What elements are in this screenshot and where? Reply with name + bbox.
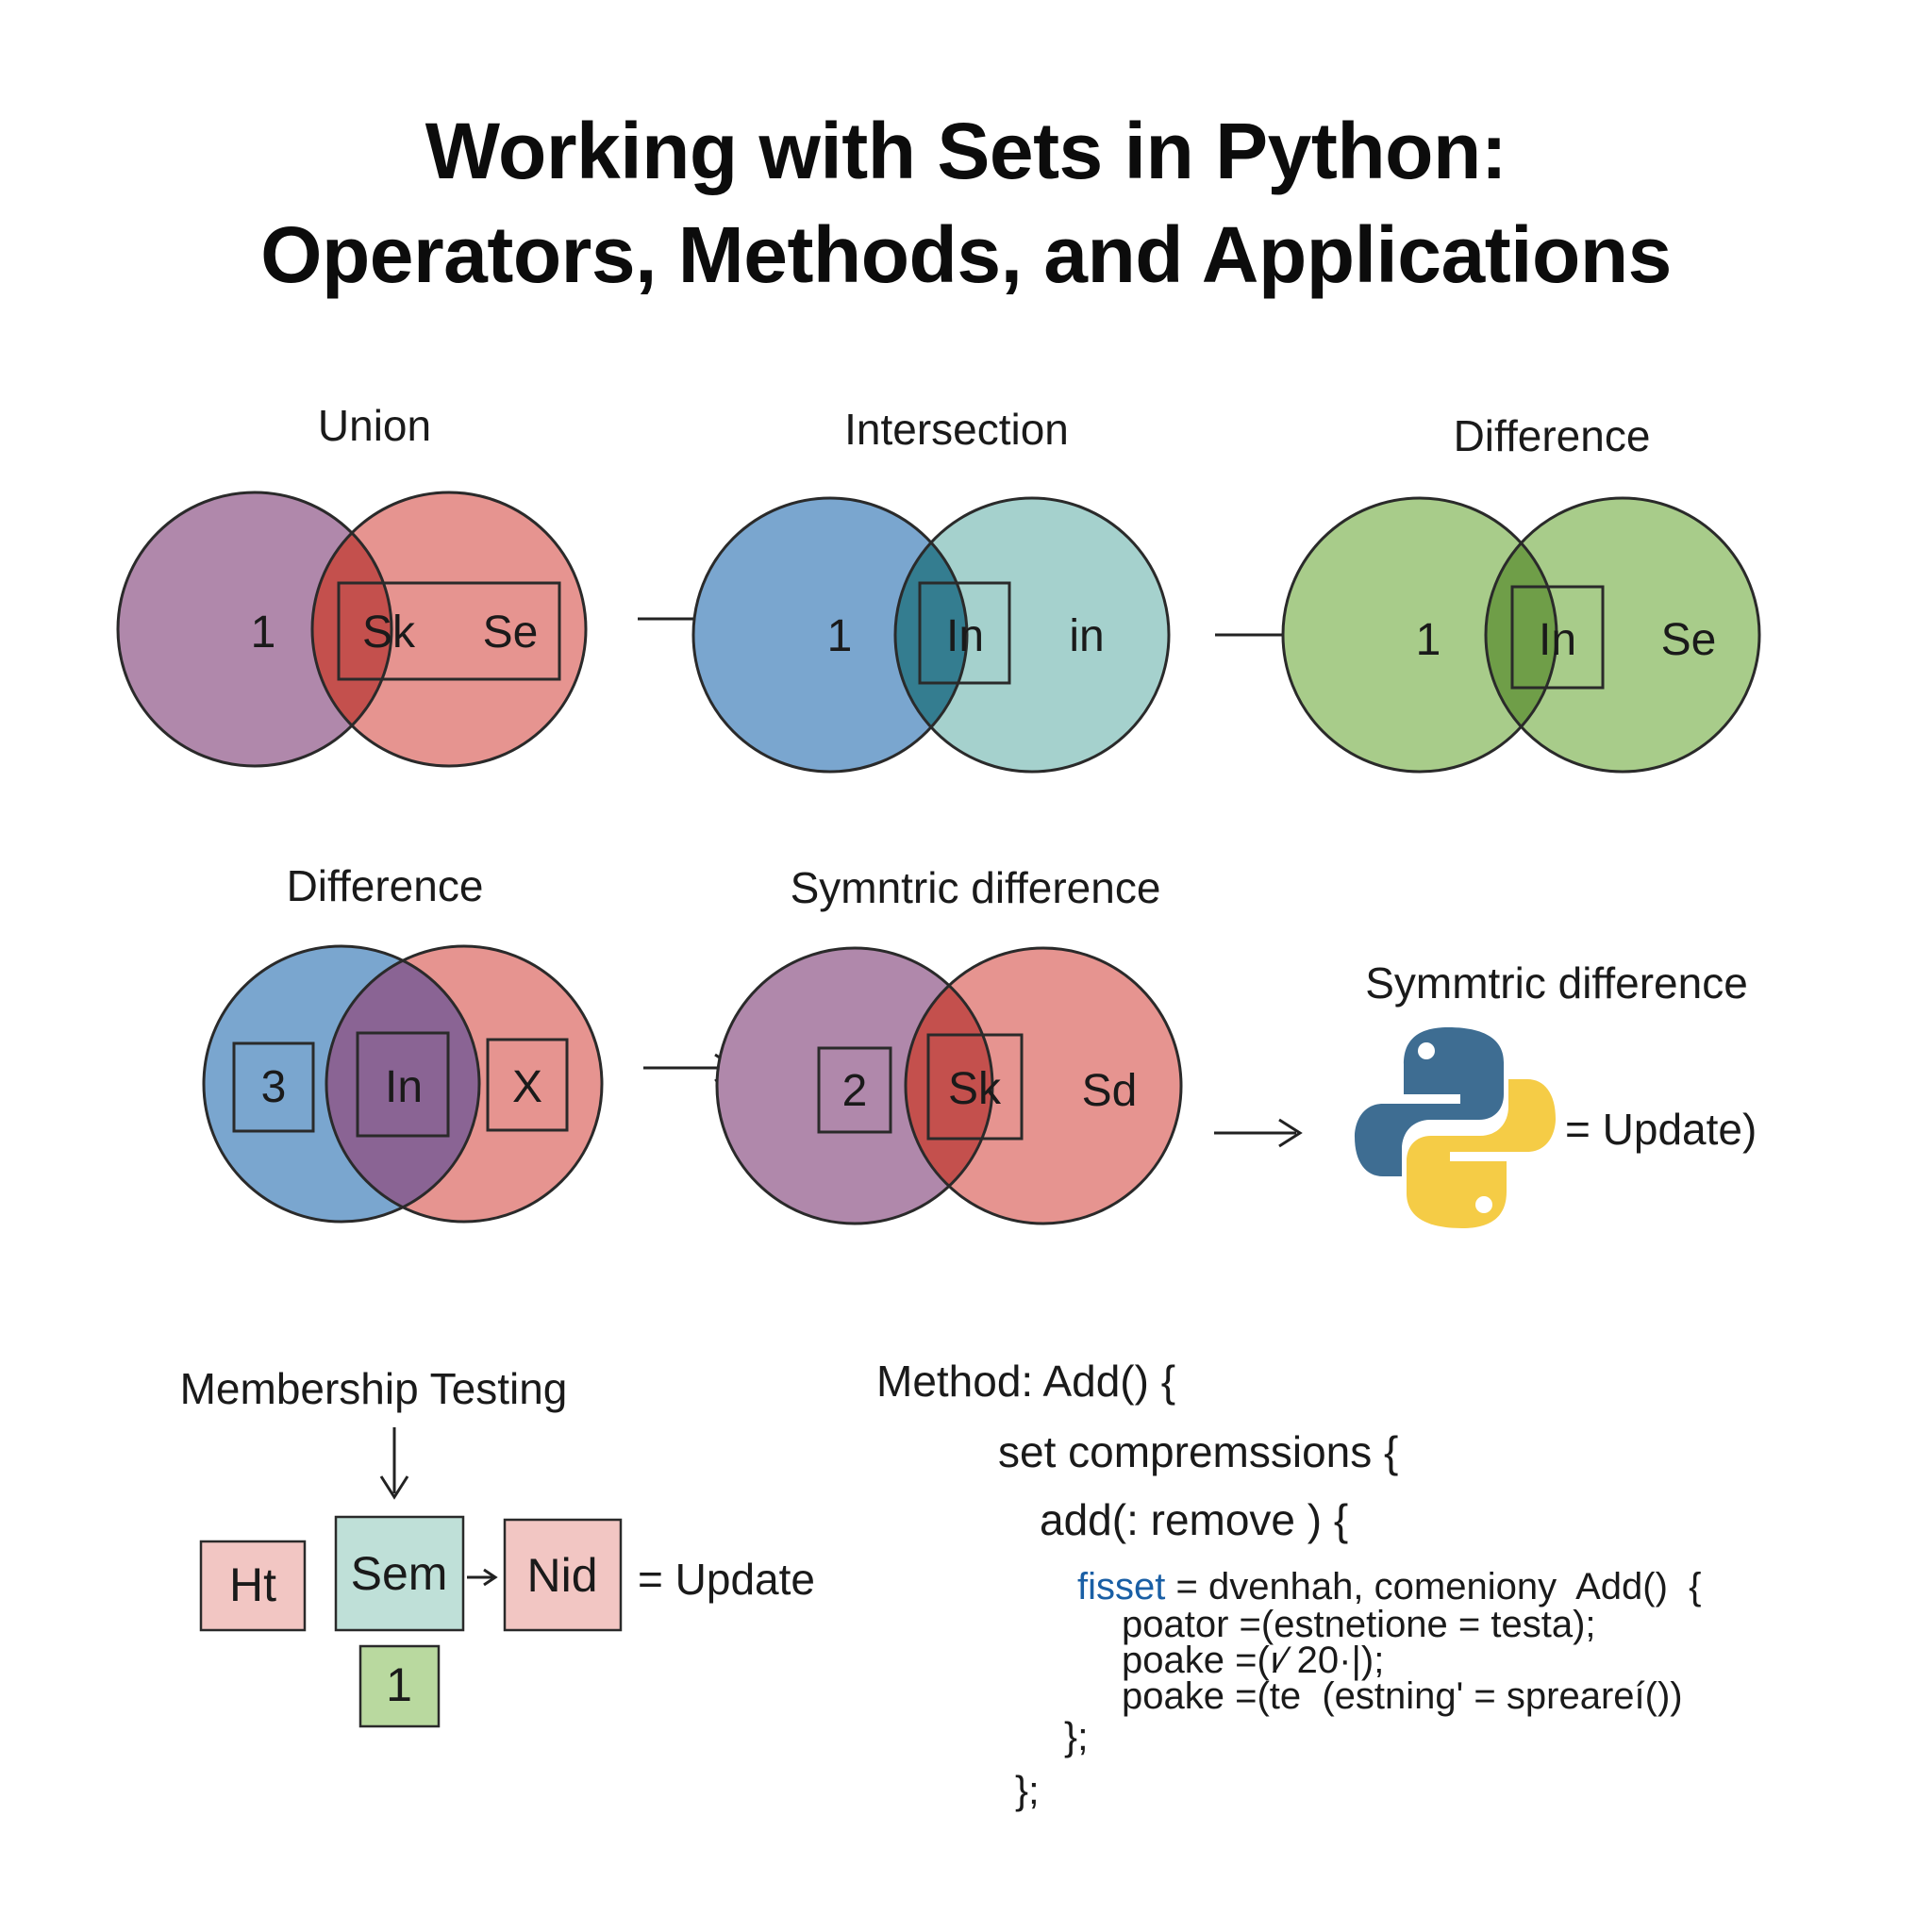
difference-1-right-label: Se: [1661, 615, 1717, 665]
difference-2-left-label: 3: [261, 1062, 287, 1112]
difference-2-overlap: [326, 946, 479, 1222]
python-logo-icon: [1355, 1027, 1556, 1228]
difference-1-heading: Difference: [1454, 411, 1651, 460]
union-set-b-circle: [312, 492, 586, 766]
union-heading: Union: [318, 401, 431, 450]
code-line-7: poake =(te (estning' = spreareí()): [1122, 1675, 1683, 1717]
union-right-label: Se: [483, 608, 539, 658]
difference-2-set-a-outline: [202, 944, 481, 1224]
difference-1-highlight-box: [1510, 585, 1605, 690]
membership-box-below: [358, 1644, 441, 1728]
difference-2-middle-box: [356, 1031, 450, 1138]
membership-right-arrow: [467, 1568, 498, 1587]
symmetric-difference-heading: Symntric difference: [791, 863, 1161, 912]
membership-box-right: [503, 1518, 623, 1632]
python-panel: Symmtric difference = Update): [1355, 958, 1757, 1228]
union-set-a-circle: [118, 492, 391, 766]
symmetric-left-label: 2: [842, 1066, 868, 1116]
venn-intersection: Intersection 1 In in: [691, 405, 1171, 774]
code-line-4-rest: = dvenhah, comeniony Add() {: [1165, 1566, 1702, 1607]
union-highlight-box: [337, 581, 561, 681]
difference-2-left-box: [232, 1041, 315, 1133]
symmetric-right-label: Sd: [1082, 1066, 1138, 1116]
membership-heading: Membership Testing: [180, 1364, 568, 1413]
intersection-set-a-circle: [693, 498, 967, 772]
difference-2-right-box: [486, 1038, 569, 1132]
venn-union: Union 1 Sk Se: [116, 401, 588, 768]
intersection-set-b-circle: [895, 498, 1169, 772]
code-line-5: poator =(estnetione = testa);: [1122, 1604, 1596, 1645]
union-middle-label: Sk: [362, 608, 416, 658]
intersection-highlight-box: [918, 581, 1011, 685]
venn-difference-2: Difference 3 In X: [202, 861, 604, 1224]
difference-2-right-label: X: [512, 1062, 542, 1112]
membership-box-center: [334, 1515, 465, 1632]
membership-box-below-label: 1: [386, 1658, 412, 1711]
difference-2-set-b-outline: [325, 944, 604, 1224]
intersection-set-b-outline: [893, 496, 1171, 774]
code-line-3: add(: remove ) {: [1040, 1495, 1349, 1544]
code-line-2: set compremssions {: [998, 1427, 1399, 1476]
code-keyword-fisset: fisset: [1077, 1566, 1166, 1607]
difference-1-middle-label: In: [1539, 615, 1576, 665]
python-panel-heading: Symmtric difference: [1365, 958, 1748, 1008]
membership-box-left-label: Ht: [229, 1558, 276, 1611]
difference-1-set-a-circle: [1283, 498, 1557, 772]
symmetric-set-a-outline: [715, 946, 994, 1225]
membership-down-arrow: [379, 1427, 409, 1500]
difference-1-set-a-outline: [1281, 496, 1558, 774]
arrow-4: [1214, 1118, 1303, 1148]
intersection-middle-label: In: [946, 611, 984, 661]
python-panel-label: = Update): [1565, 1105, 1757, 1154]
code-line-4: fisset = dvenhah, comeniony Add() {: [1077, 1566, 1702, 1608]
code-line-6: poake =(ı⁄ 20·|);: [1122, 1640, 1385, 1681]
membership-box-left: [199, 1540, 307, 1632]
page-title-line-2: Operators, Methods, and Applications: [260, 210, 1672, 299]
membership-testing: Membership Testing Ht Sem Nid = Update 1: [180, 1364, 815, 1728]
union-set-b-outline: [310, 491, 588, 768]
union-set-a-outline: [116, 491, 393, 768]
intersection-left-label: 1: [827, 611, 853, 661]
difference-2-middle-label: In: [385, 1062, 423, 1112]
difference-1-set-b-circle: [1486, 498, 1759, 772]
membership-result: = Update: [638, 1555, 815, 1604]
membership-box-center-label: Sem: [351, 1547, 448, 1600]
venn-symmetric-difference: Symntric difference 2 Sk Sd: [715, 863, 1183, 1225]
page-title-line-1: Working with Sets in Python:: [425, 107, 1507, 195]
venn-difference-1: Difference 1 In Se: [1281, 411, 1761, 774]
intersection-heading: Intersection: [844, 405, 1069, 454]
membership-box-right-label: Nid: [526, 1549, 597, 1602]
symmetric-middle-label: Sk: [948, 1064, 1002, 1114]
symmetric-middle-box: [926, 1033, 1024, 1141]
difference-1-left-label: 1: [1416, 615, 1441, 665]
union-left-label: 1: [251, 608, 276, 658]
difference-2-heading: Difference: [287, 861, 484, 910]
intersection-right-label: in: [1069, 611, 1104, 661]
symmetric-left-box: [817, 1046, 892, 1134]
symmetric-set-b-outline: [904, 946, 1183, 1225]
difference-1-set-b-outline: [1484, 496, 1761, 774]
code-line-8: };: [1064, 1714, 1089, 1758]
code-line-9: };: [1015, 1768, 1040, 1812]
code-line-1: Method: Add() {: [876, 1357, 1176, 1406]
intersection-set-a-outline: [691, 496, 969, 774]
